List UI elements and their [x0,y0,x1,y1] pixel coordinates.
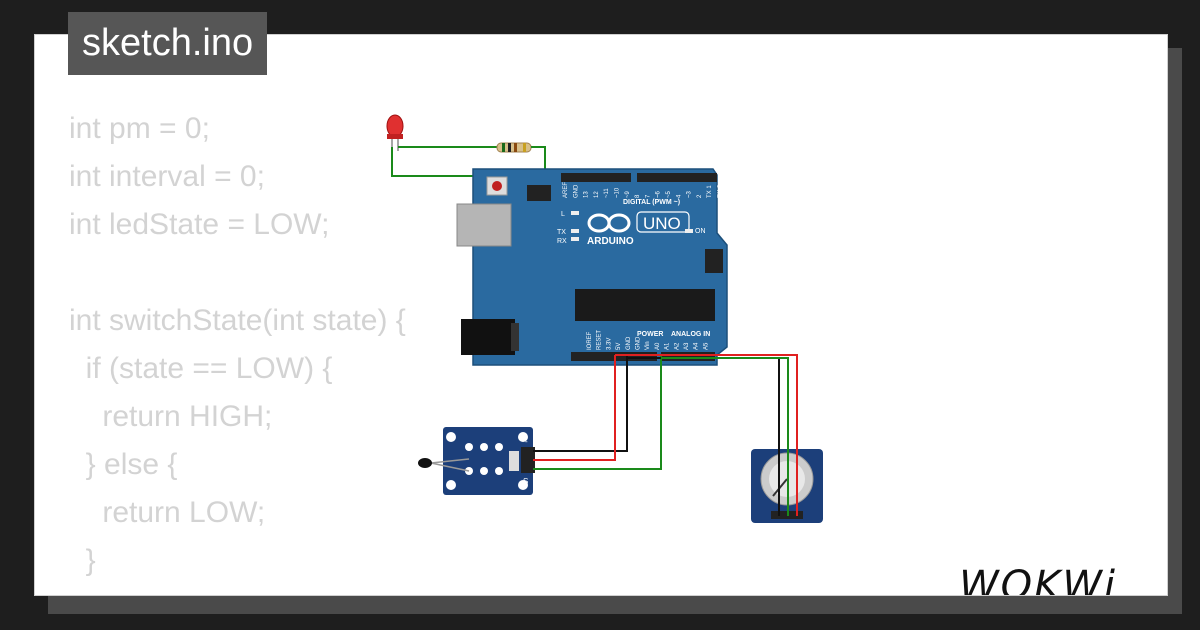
wire-sensor-vcc [533,355,616,461]
power-pin-label: 5V [616,343,622,350]
wire-pot-vcc [615,354,798,516]
arduino-uno-board[interactable]: ARDUINO UNO DIGITAL (PWM ~) ON L TX RX P… [456,168,728,366]
circuit-diagram: ARDUINO UNO DIGITAL (PWM ~) ON L TX RX P… [386,114,823,523]
preview-card[interactable]: int pm = 0; int interval = 0; int ledState… [34,34,1168,596]
sensor-module[interactable]: - S [418,427,535,495]
code-line: int pm = 0; [69,112,210,145]
atmega-chip [575,289,715,321]
digital-pin-label: AREF [563,182,569,198]
digital-pin-label: ~9 [625,190,631,198]
digital-pin-label: ~11 [604,188,610,198]
digital-pin-label: 13 [584,191,590,198]
code-line: int interval = 0; [69,160,265,193]
digital-pin-label: ~10 [615,187,621,198]
digital-pin-label: 2 [697,194,703,198]
power-pin-label: A0 [655,342,661,350]
digital-pin-label: 12 [594,191,600,198]
file-tab[interactable]: sketch.ino [68,12,268,75]
power-pin-label: GND [626,336,632,350]
digital-pin-label: 7 [645,194,651,198]
sensor-pin-minus: - [525,437,528,446]
sensor-pin-signal: S [523,477,528,486]
thermistor-icon [418,458,432,468]
power-pin-label: 3.3V [606,338,612,350]
power-pin-label: IOREF [587,331,593,350]
power-pin-label: A4 [694,342,700,350]
digital-pin-label: ~3 [687,190,693,198]
power-pin-label: GND [636,336,642,350]
led[interactable] [386,114,404,151]
dc-jack [461,319,515,355]
digital-pin-label: ~5 [666,190,672,198]
wire-pot-signal [661,357,789,516]
wire-resistor [531,146,546,176]
l-label: L [561,211,565,218]
board-model: UNO [643,214,681,233]
wire-sensor-signal [533,355,662,470]
board-brand: ARDUINO [587,236,634,247]
digital-pin-label: RX 0 [718,184,724,198]
code-line: } else { [69,448,178,481]
code-line: int switchState(int state) { [69,304,406,337]
code-line: } [69,544,96,577]
digital-pin-label: TX 1 [707,185,713,198]
usb-port [456,203,512,247]
power-pin-label: A5 [703,342,709,350]
digital-pin-label: 4 [676,194,682,198]
tx-label: TX [557,229,566,236]
power-pin-label: RESET [597,330,603,350]
digital-header [561,173,631,182]
code-line: return HIGH; [69,400,273,433]
wokwi-logo: WOKWi [959,563,1117,596]
wire-sensor-gnd [533,355,628,452]
power-label: POWER [637,331,663,338]
power-pin-label: Vin [645,341,651,350]
code-editor: int pm = 0; int interval = 0; int ledState… [69,105,406,595]
digital-pin-label: 8 [635,194,641,198]
analog-label: ANALOG IN [671,331,710,338]
resistor[interactable] [496,142,532,153]
power-pin-label: A2 [674,342,680,350]
power-pin-label: A3 [684,342,690,350]
code-line: int ledState = LOW; [69,208,330,241]
on-label: ON [695,228,706,235]
digital-label: DIGITAL (PWM ~) [623,199,680,206]
code-line: if (state == LOW) { [69,352,333,385]
code-line: } [69,585,406,595]
code-line: return LOW; [69,496,266,529]
analog-header [661,352,715,361]
digital-pin-label: ~6 [656,190,662,198]
rx-label: RX [557,238,567,245]
digital-pin-label: GND [573,184,579,198]
arduino-logo-icon [587,213,631,233]
power-pin-label: A1 [665,342,671,350]
